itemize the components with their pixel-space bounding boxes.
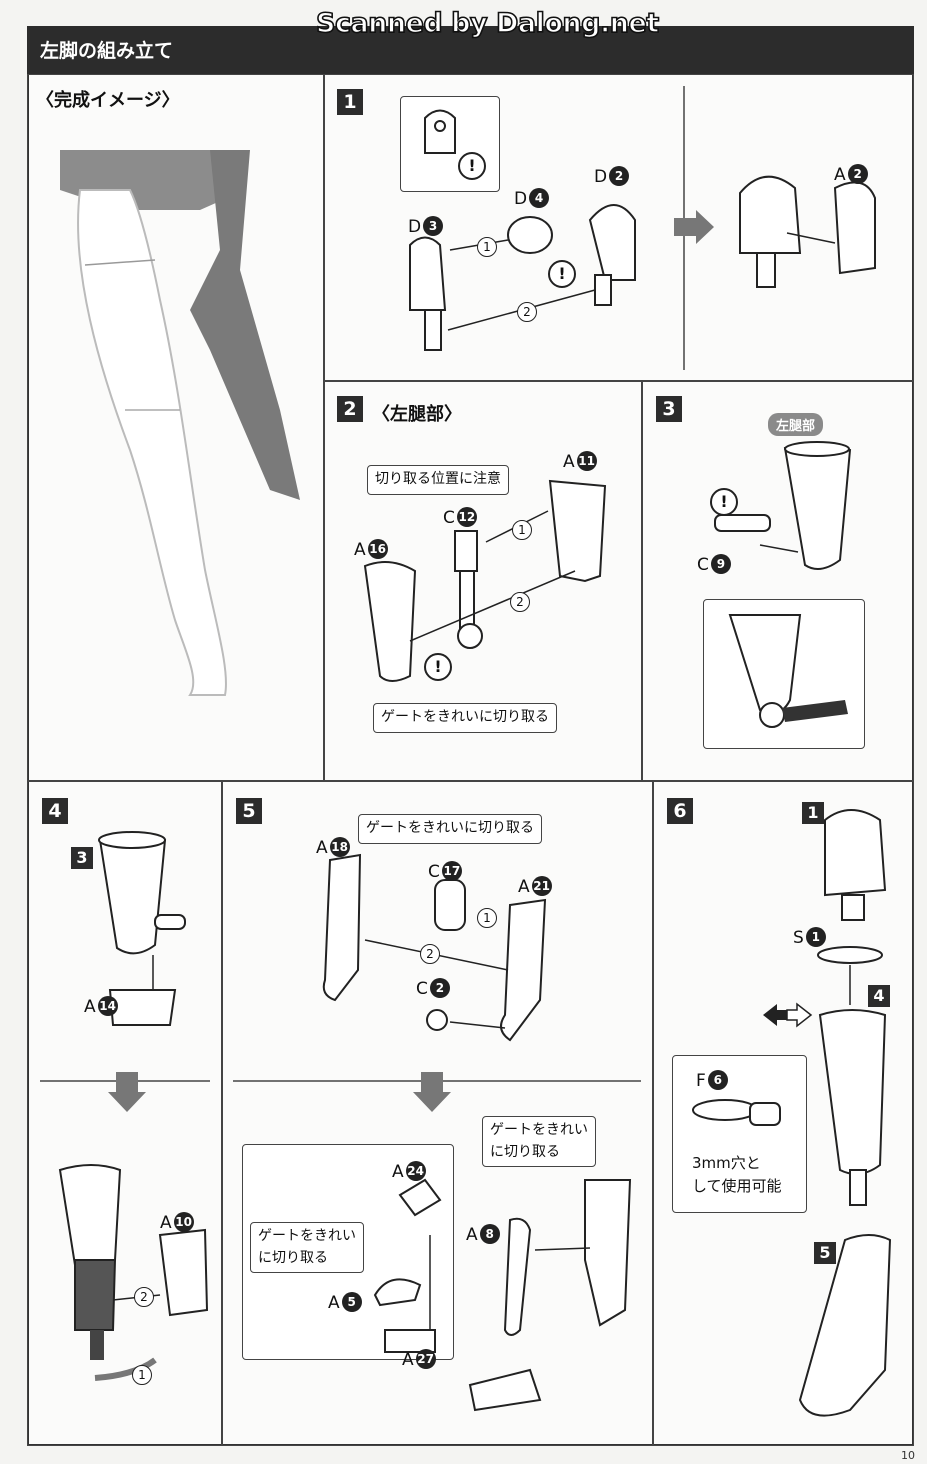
step-1-warning-icon-2: ! bbox=[548, 260, 576, 288]
step-4-panel bbox=[27, 780, 223, 1446]
sequence-marker-2: 2 bbox=[420, 944, 440, 964]
step-3-warning-icon: ! bbox=[710, 488, 738, 516]
sequence-marker-2: 2 bbox=[510, 592, 530, 612]
step-6-parts bbox=[798, 809, 892, 1417]
sequence-marker-2: 2 bbox=[517, 302, 537, 322]
step-3-detail-part bbox=[728, 614, 848, 728]
step-5-panel bbox=[221, 780, 654, 1446]
preview-panel bbox=[27, 74, 325, 782]
step-5-arrow-down-icon bbox=[413, 1072, 451, 1112]
step-1-parts bbox=[409, 204, 636, 351]
finished-leg-illustration bbox=[60, 150, 300, 696]
step-5-note-left: ゲートをきれい に切り取る bbox=[250, 1222, 364, 1274]
step-6-f6-part bbox=[692, 1099, 781, 1126]
step-4-sub-number: 3 bbox=[71, 847, 93, 869]
step-5-number: 5 bbox=[236, 798, 262, 824]
step-2-note-top: 切り取る位置に注意 bbox=[367, 465, 509, 495]
step-6-sub-number-1: 1 bbox=[802, 802, 824, 824]
step-5-note-top: ゲートをきれいに切り取る bbox=[358, 814, 542, 844]
step-1-number: 1 bbox=[337, 89, 363, 115]
step-6-panel bbox=[652, 780, 914, 1446]
header-bar bbox=[27, 26, 914, 74]
sequence-marker-1: 1 bbox=[512, 520, 532, 540]
step-5-parts-top bbox=[322, 853, 547, 1042]
step-1-panel bbox=[323, 74, 914, 382]
watermark: Scanned by Dalong.net bbox=[315, 7, 660, 40]
step-4-arrow-down-icon bbox=[108, 1072, 146, 1112]
sequence-marker-1: 1 bbox=[477, 908, 497, 928]
step-3-parts bbox=[714, 441, 852, 570]
step-3-part-tag: 左腿部 bbox=[768, 413, 824, 436]
step-2-warning-icon: ! bbox=[424, 653, 452, 681]
step-1-arrow-right-icon bbox=[674, 210, 714, 244]
step-6-sub-number-5: 5 bbox=[814, 1242, 836, 1264]
step-2-number: 2 bbox=[337, 396, 363, 422]
step-3-number: 3 bbox=[656, 396, 682, 422]
step-5-note-mid: ゲートをきれい に切り取る bbox=[482, 1116, 596, 1168]
step-4-number: 4 bbox=[42, 798, 68, 824]
step-2-panel bbox=[323, 380, 643, 782]
step-1-assembled bbox=[739, 175, 876, 288]
sequence-marker-1: 1 bbox=[132, 1365, 152, 1385]
page-number: 10 bbox=[901, 1449, 915, 1462]
step-6-sub-number-4: 4 bbox=[868, 985, 890, 1007]
step-1-detail-part bbox=[424, 109, 456, 154]
step-2-parts bbox=[363, 479, 607, 682]
step-3-panel bbox=[641, 380, 914, 782]
page-title: 左脚の組み立て bbox=[40, 40, 174, 62]
step-2-title: 〈左腿部〉 bbox=[372, 404, 462, 425]
step-6-note: 3mm穴と して使用可能 bbox=[692, 1154, 782, 1196]
step-6-number: 6 bbox=[667, 798, 693, 824]
sequence-marker-2: 2 bbox=[134, 1287, 154, 1307]
step-4-parts-bottom bbox=[58, 1164, 209, 1381]
step-2-note-bottom: ゲートをきれいに切り取る bbox=[373, 703, 557, 733]
step-6-callout bbox=[672, 1055, 807, 1213]
sequence-marker-1: 1 bbox=[477, 237, 497, 257]
step-5-parts-bottom bbox=[373, 1178, 632, 1412]
step-1-warning-icon: ! bbox=[458, 152, 486, 180]
step-6-swap-arrows-icon bbox=[763, 1002, 813, 1028]
step-4-parts-top bbox=[98, 831, 186, 1026]
preview-heading: 〈完成イメージ〉 bbox=[36, 90, 180, 111]
